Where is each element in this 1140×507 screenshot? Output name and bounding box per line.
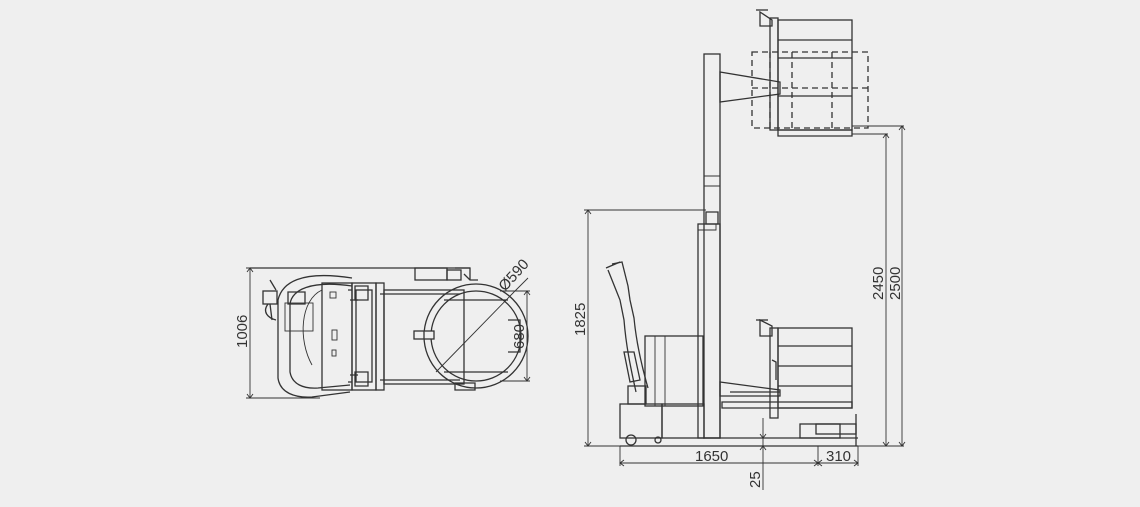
dim-310-label: 310 xyxy=(826,448,851,465)
dim-25-label: 25 xyxy=(747,471,764,488)
dim-1650-label: 1650 xyxy=(695,448,728,465)
side-view xyxy=(584,9,906,490)
top-view xyxy=(246,267,531,399)
dim-1825-label: 1825 xyxy=(572,303,589,336)
dim-680-label: 680 xyxy=(511,324,528,349)
tiller-head-icon xyxy=(262,290,278,305)
dim-2450-label: 2450 xyxy=(870,267,887,300)
dim-2500-label: 2500 xyxy=(887,267,904,300)
dim-diameter-label: Ø590 xyxy=(495,256,532,295)
dim-1006-label: 1006 xyxy=(234,315,251,348)
rear-wheel-icon xyxy=(625,434,637,446)
